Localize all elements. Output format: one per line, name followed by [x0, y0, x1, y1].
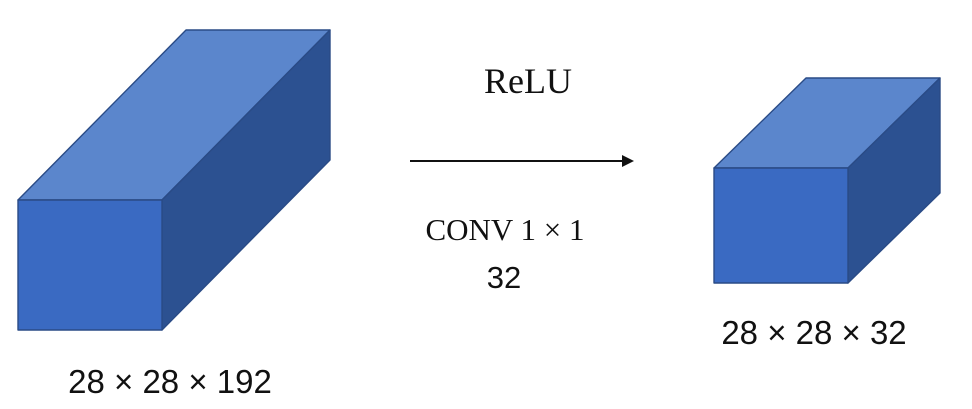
output-volume-label: 28 × 28 × 32 [721, 314, 906, 351]
output-volume-front-face [713, 167, 849, 284]
activation-label: ReLU [484, 61, 572, 101]
num-filters-label: 32 [487, 260, 521, 295]
input-volume-label: 28 × 28 × 192 [68, 363, 272, 400]
conv-label: CONV 1 × 1 [425, 212, 584, 247]
input-volume-front-face [17, 199, 163, 331]
input-volume [17, 29, 331, 331]
output-volume [713, 77, 941, 284]
